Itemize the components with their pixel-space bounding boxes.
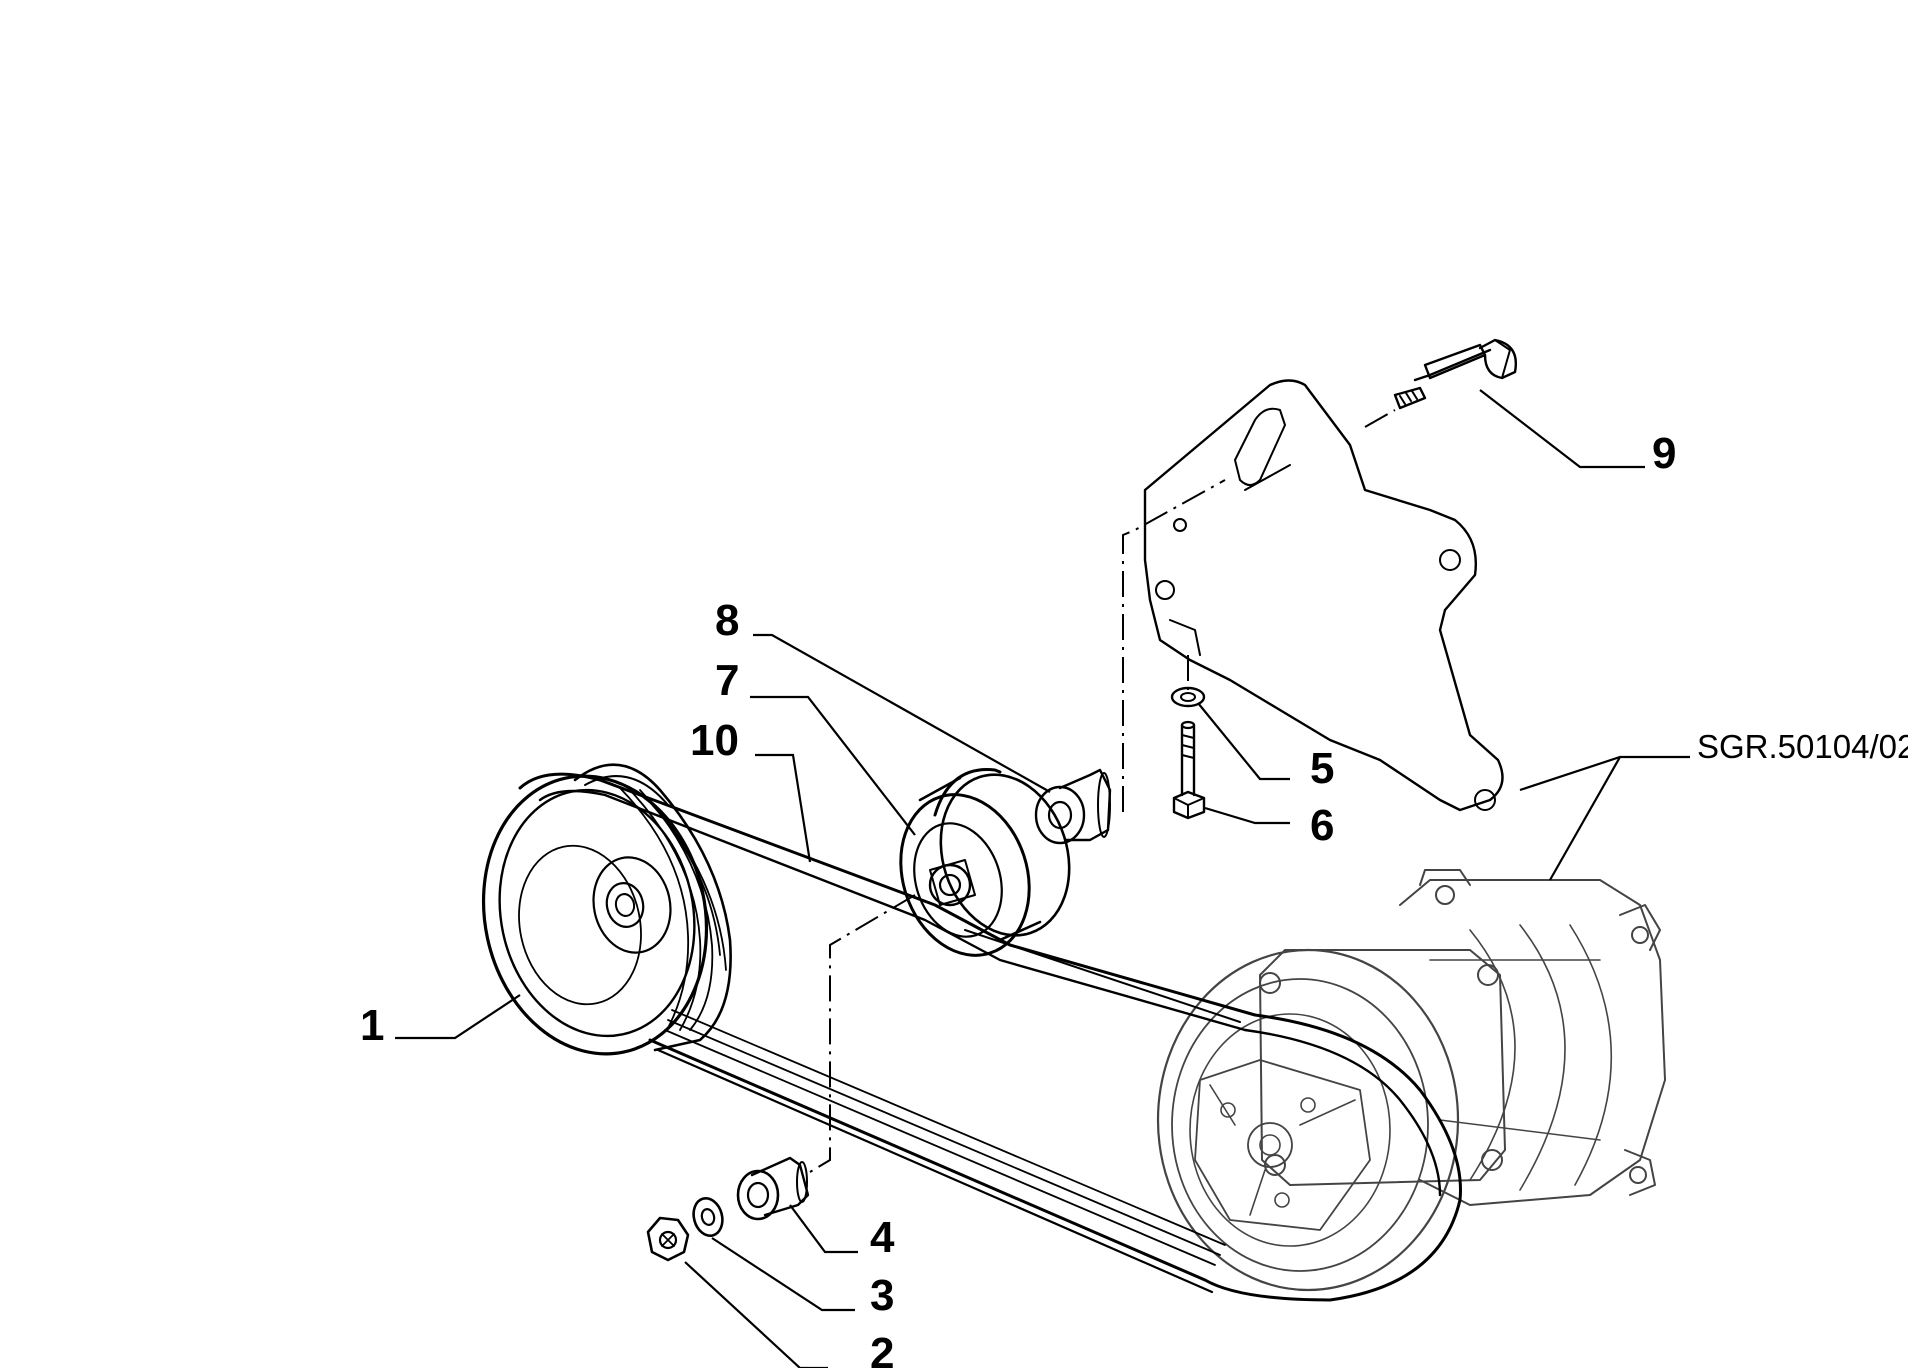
callout-10: 10: [690, 716, 739, 765]
compressor: [1156, 869, 1666, 1292]
callout-4: 4: [870, 1213, 895, 1262]
part-10-belt: [518, 772, 1462, 1302]
part-7-idler-pulley: [899, 768, 1071, 957]
part-3-washer: [692, 1196, 724, 1238]
assembly-axis-lines: [804, 409, 1396, 1176]
callout-6: 6: [1310, 801, 1334, 850]
part-1-crank-pulley: [481, 763, 732, 1056]
leader-lines: [395, 389, 1690, 1368]
callout-9: 9: [1652, 429, 1676, 478]
callout-8: 8: [715, 596, 739, 645]
part-4-bushing: [736, 1156, 810, 1221]
mounting-bracket: [1143, 379, 1504, 812]
reference-code: SGR.50104/02: [1697, 728, 1908, 765]
part-6-bolt: [1172, 720, 1206, 820]
callout-7: 7: [715, 656, 739, 705]
callout-2: 2: [870, 1329, 894, 1368]
part-9-bolt: [1393, 338, 1517, 410]
part-8-spacer: [1034, 768, 1112, 845]
callout-labels: 1 2 3 4 5 6 7 8 9 10 SGR.50104/02: [360, 429, 1908, 1368]
part-2-nut: [646, 1216, 690, 1262]
callout-5: 5: [1310, 744, 1334, 793]
callout-1: 1: [360, 1001, 384, 1050]
callout-3: 3: [870, 1271, 894, 1320]
